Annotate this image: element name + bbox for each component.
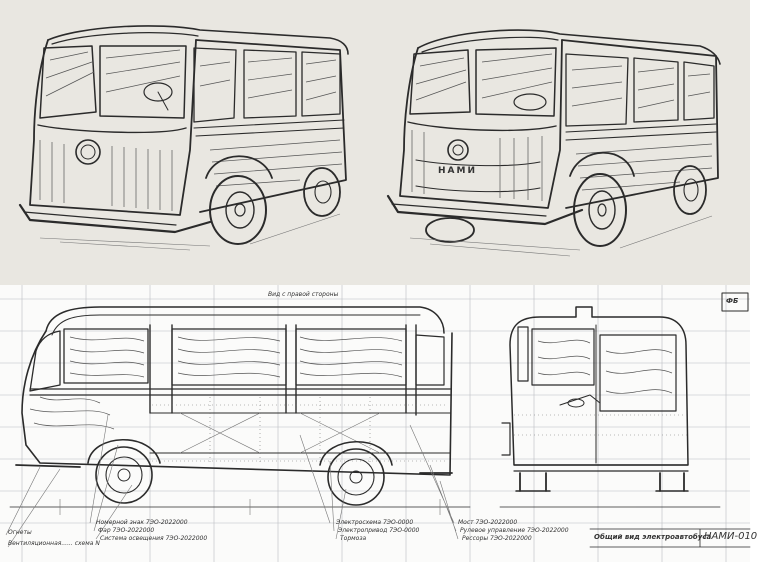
callout-center-1: Номерной знак 7ЭО-2022000 <box>96 519 188 526</box>
title-block-frame <box>589 528 751 548</box>
rear-elevation-view <box>499 292 749 508</box>
callout-center-2: Фар 7ЭО-2022000 <box>98 527 155 534</box>
corner-stamp: ФБ <box>726 297 739 305</box>
blueprint-panel: Вид с правой стороны ФБ Огнеты Вентиляци… <box>0 285 757 562</box>
side-elevation-view <box>9 306 471 515</box>
callout-right-a-3: Тормоза <box>340 535 367 542</box>
callout-right-b-1: Мост 7ЭО-2022000 <box>458 519 518 526</box>
callout-right-b-3: Рессоры 7ЭО-2022000 <box>462 535 532 542</box>
callout-leaders <box>5 414 459 548</box>
bus-right-perspective <box>386 29 721 257</box>
engraving-drawings <box>18 25 721 257</box>
drawing-model: НАМИ-010 <box>704 531 757 542</box>
view-label: Вид с правой стороны <box>268 291 339 298</box>
callout-right-a-1: Электросхема 7ЭО-0000 <box>336 519 414 526</box>
callout-right-b-2: Рулевое управление 7ЭО-2022000 <box>460 527 569 534</box>
engraving-panel: НАМИ <box>0 0 750 285</box>
front-badge-text: НАМИ <box>438 166 477 176</box>
callout-right-a-2: Электропривод 7ЭО-0000 <box>338 527 420 534</box>
blueprint-drawing <box>0 285 751 562</box>
bus-left-perspective <box>18 25 349 251</box>
callout-center-3: Система освещения 7ЭО-2022000 <box>100 535 208 542</box>
drawing-title: Общий вид электроавтобуса <box>594 533 712 541</box>
callout-left-1: Огнеты <box>8 529 32 536</box>
callout-left-2: Вентиляционная...... схема N <box>8 540 100 547</box>
